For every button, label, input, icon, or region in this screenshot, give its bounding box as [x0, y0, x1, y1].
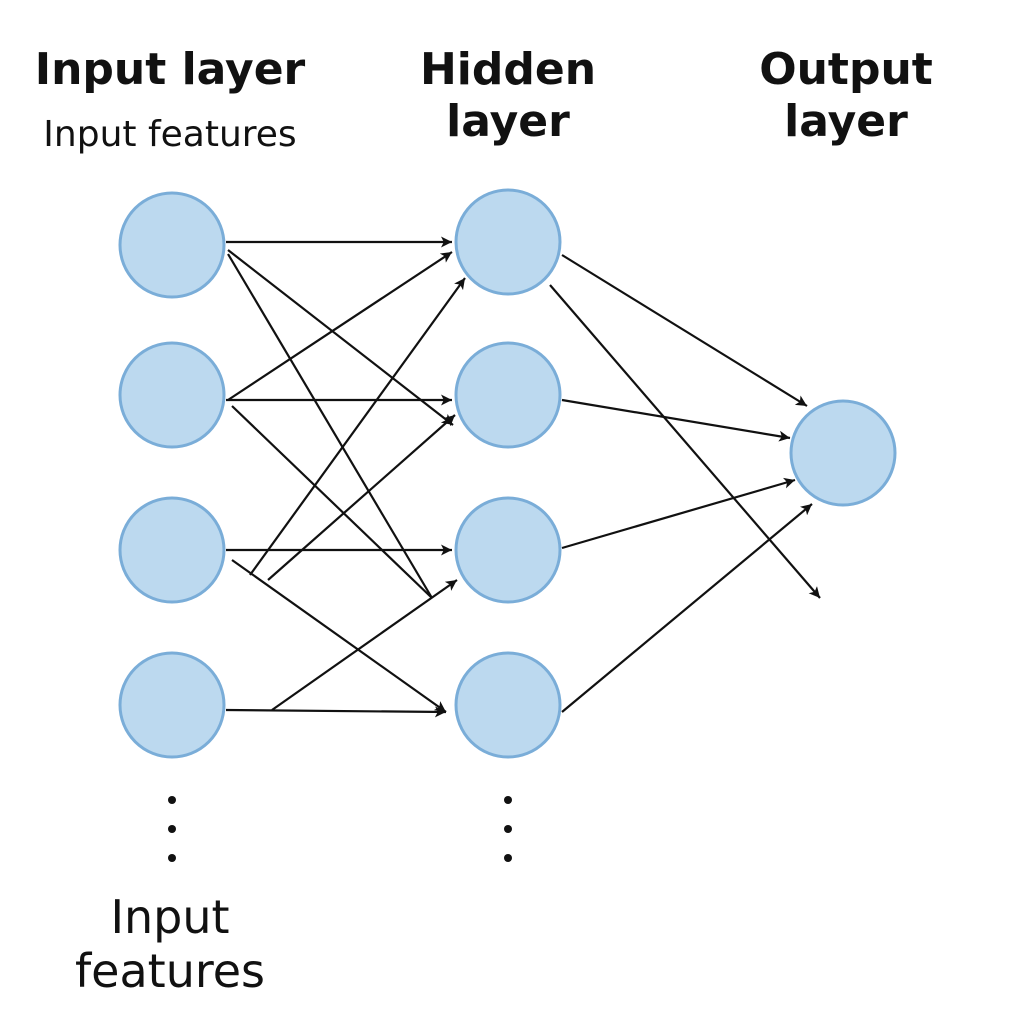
edge-h1-out-extra [549, 284, 821, 599]
edge-i3-h2 [267, 414, 456, 581]
edge-i4-h3 [271, 579, 458, 711]
input-node-1 [118, 191, 226, 299]
hidden-node-1 [454, 188, 562, 296]
input-node-4 [118, 651, 226, 759]
hidden-layer-title-line1: Hidden [419, 44, 597, 95]
edge-i1-h2 [227, 249, 454, 426]
hidden-node-2 [454, 341, 562, 449]
hidden-node-3 [454, 496, 562, 604]
output-layer-title-line1: Output [759, 44, 933, 95]
edge-i1-h3 [227, 253, 433, 599]
hidden-ellipsis-dot [504, 854, 512, 862]
output-node [789, 399, 897, 507]
input-ellipsis-dot [168, 854, 176, 862]
edge-h3-o1 [561, 477, 796, 550]
hidden-ellipsis-dot [504, 796, 512, 804]
hidden-node-4 [454, 651, 562, 759]
hidden-ellipsis-dot [504, 825, 512, 833]
edge-i3-h1 [249, 277, 466, 576]
hidden-layer-title-line2: layer [446, 95, 570, 147]
output-layer-title-line2: layer [784, 95, 908, 147]
edge-h1-o1 [561, 254, 808, 407]
nodes [118, 188, 897, 759]
input-node-3 [118, 496, 226, 604]
input-layer-subtitle: Input features [43, 114, 297, 155]
edges [225, 236, 821, 718]
input-features-caption-line1: Input [110, 890, 230, 944]
input-ellipsis-dot [168, 796, 176, 804]
edge-i3-h4 [231, 559, 447, 713]
hidden-layer-title: Hidden layer [400, 44, 616, 148]
input-features-caption: Input features [40, 890, 300, 999]
edge-h4-o1 [561, 503, 813, 713]
edge-i2-h3 [231, 405, 433, 599]
output-layer-title: Output layer [736, 44, 956, 148]
edge-i2-h1 [227, 251, 453, 401]
ellipsis-marks [168, 796, 512, 862]
input-features-caption-line2: features [74, 944, 266, 999]
input-layer-title: Input layer [34, 44, 306, 95]
edge-h2-o1 [561, 398, 791, 442]
edge-i4-h4 [225, 706, 447, 718]
input-ellipsis-dot [168, 825, 176, 833]
input-node-2 [118, 341, 226, 449]
